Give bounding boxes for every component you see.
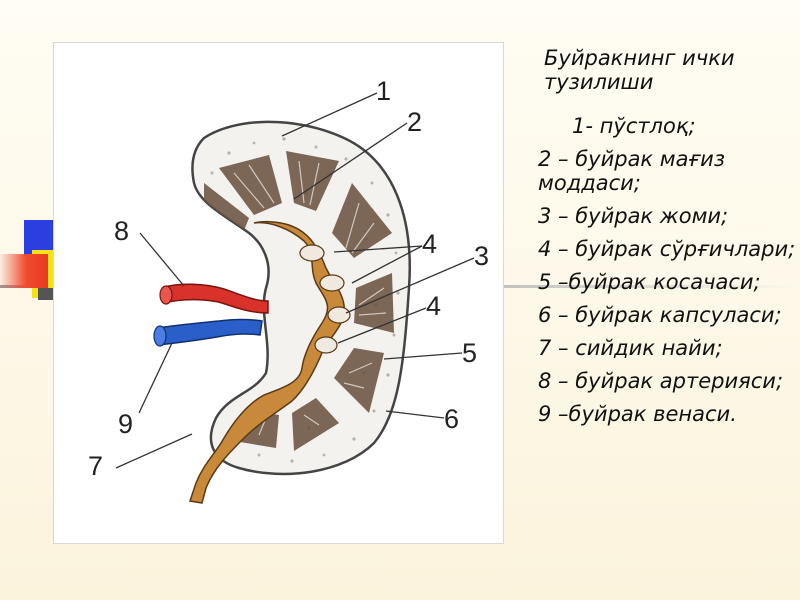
slide-title: Буйракнинг ички тузилиши [544, 46, 735, 94]
renal-papilla [319, 274, 345, 292]
legend-item-1: 1- пўстлоқ; [572, 114, 696, 138]
renal-pyramid [219, 155, 282, 215]
legend-panel: Буйракнинг ички тузилиши 1- пўстлоқ; 2 –… [538, 46, 796, 435]
callout-7: 7 [88, 451, 104, 481]
kidney-illustration [115, 92, 475, 504]
decorative-shadow-block [38, 288, 54, 300]
callout-6: 6 [444, 404, 460, 434]
callout-8: 8 [114, 216, 130, 246]
legend-item-5: 5 –буйрак косачаси; [538, 270, 761, 294]
kidney-figure: 1 2 3 4 4 5 6 7 8 9 [53, 42, 504, 544]
renal-pyramid [234, 411, 279, 448]
callout-2: 2 [407, 107, 423, 137]
callout-9: 9 [118, 409, 134, 439]
callout-1: 1 [376, 76, 392, 106]
legend-item-8: 8 – буйрак артерияси; [538, 369, 784, 393]
renal-vein-shape [157, 318, 263, 346]
renal-pyramid [292, 398, 339, 451]
renal-pyramid [334, 348, 384, 413]
legend-item-9: 9 –буйрак венаси. [538, 402, 737, 426]
legend-item-7: 7 – сийдик найи; [538, 336, 723, 360]
renal-pyramid [332, 183, 392, 258]
renal-papilla [314, 336, 338, 354]
legend-item-2: 2 – буйрак мағиз моддаси; [538, 147, 726, 195]
callout-3: 3 [474, 241, 490, 271]
legend-item-4: 4 – буйрак сўрғичлари; [538, 237, 796, 261]
callout-4-lower: 4 [426, 291, 442, 321]
decorative-red-square [0, 254, 48, 288]
callout-4-upper: 4 [422, 229, 438, 259]
legend-item-6: 6 – буйрак капсуласи; [538, 303, 782, 327]
renal-papilla [327, 306, 351, 324]
callout-5: 5 [462, 338, 478, 368]
renal-artery-shape [163, 283, 269, 314]
renal-papilla [299, 244, 325, 262]
legend-item-3: 3 – буйрак жоми; [538, 204, 729, 228]
